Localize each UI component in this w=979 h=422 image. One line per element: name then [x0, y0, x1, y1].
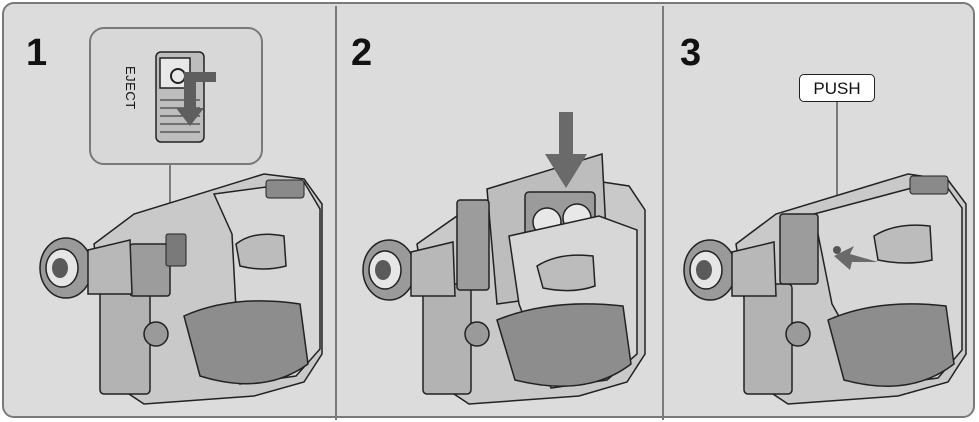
step-3-number: 3: [680, 32, 702, 74]
camcorder-close-cassette-illustration: [683, 102, 967, 405]
step-1-number: 1: [26, 32, 48, 74]
downward-arrow-icon: [176, 72, 216, 126]
step-1-panel: 1: [4, 4, 335, 416]
panel-divider-2: [662, 6, 664, 420]
step-2-panel: 2: [337, 4, 662, 416]
camcorder-body: [39, 173, 323, 405]
step-2-number: 2: [351, 32, 373, 74]
downward-arrow-icon: [545, 112, 587, 188]
camcorder-eject-illustration: [39, 27, 323, 405]
step-3-panel: 3 PUSH: [664, 4, 977, 416]
panel-divider-1: [335, 6, 337, 420]
push-label: PUSH: [799, 74, 875, 102]
eject-label: EJECT: [123, 66, 138, 110]
camcorder-body: [362, 153, 646, 405]
camcorder-insert-cassette-illustration: [362, 112, 646, 405]
push-arrow-icon: [834, 246, 878, 270]
camcorder-body: [683, 173, 967, 405]
